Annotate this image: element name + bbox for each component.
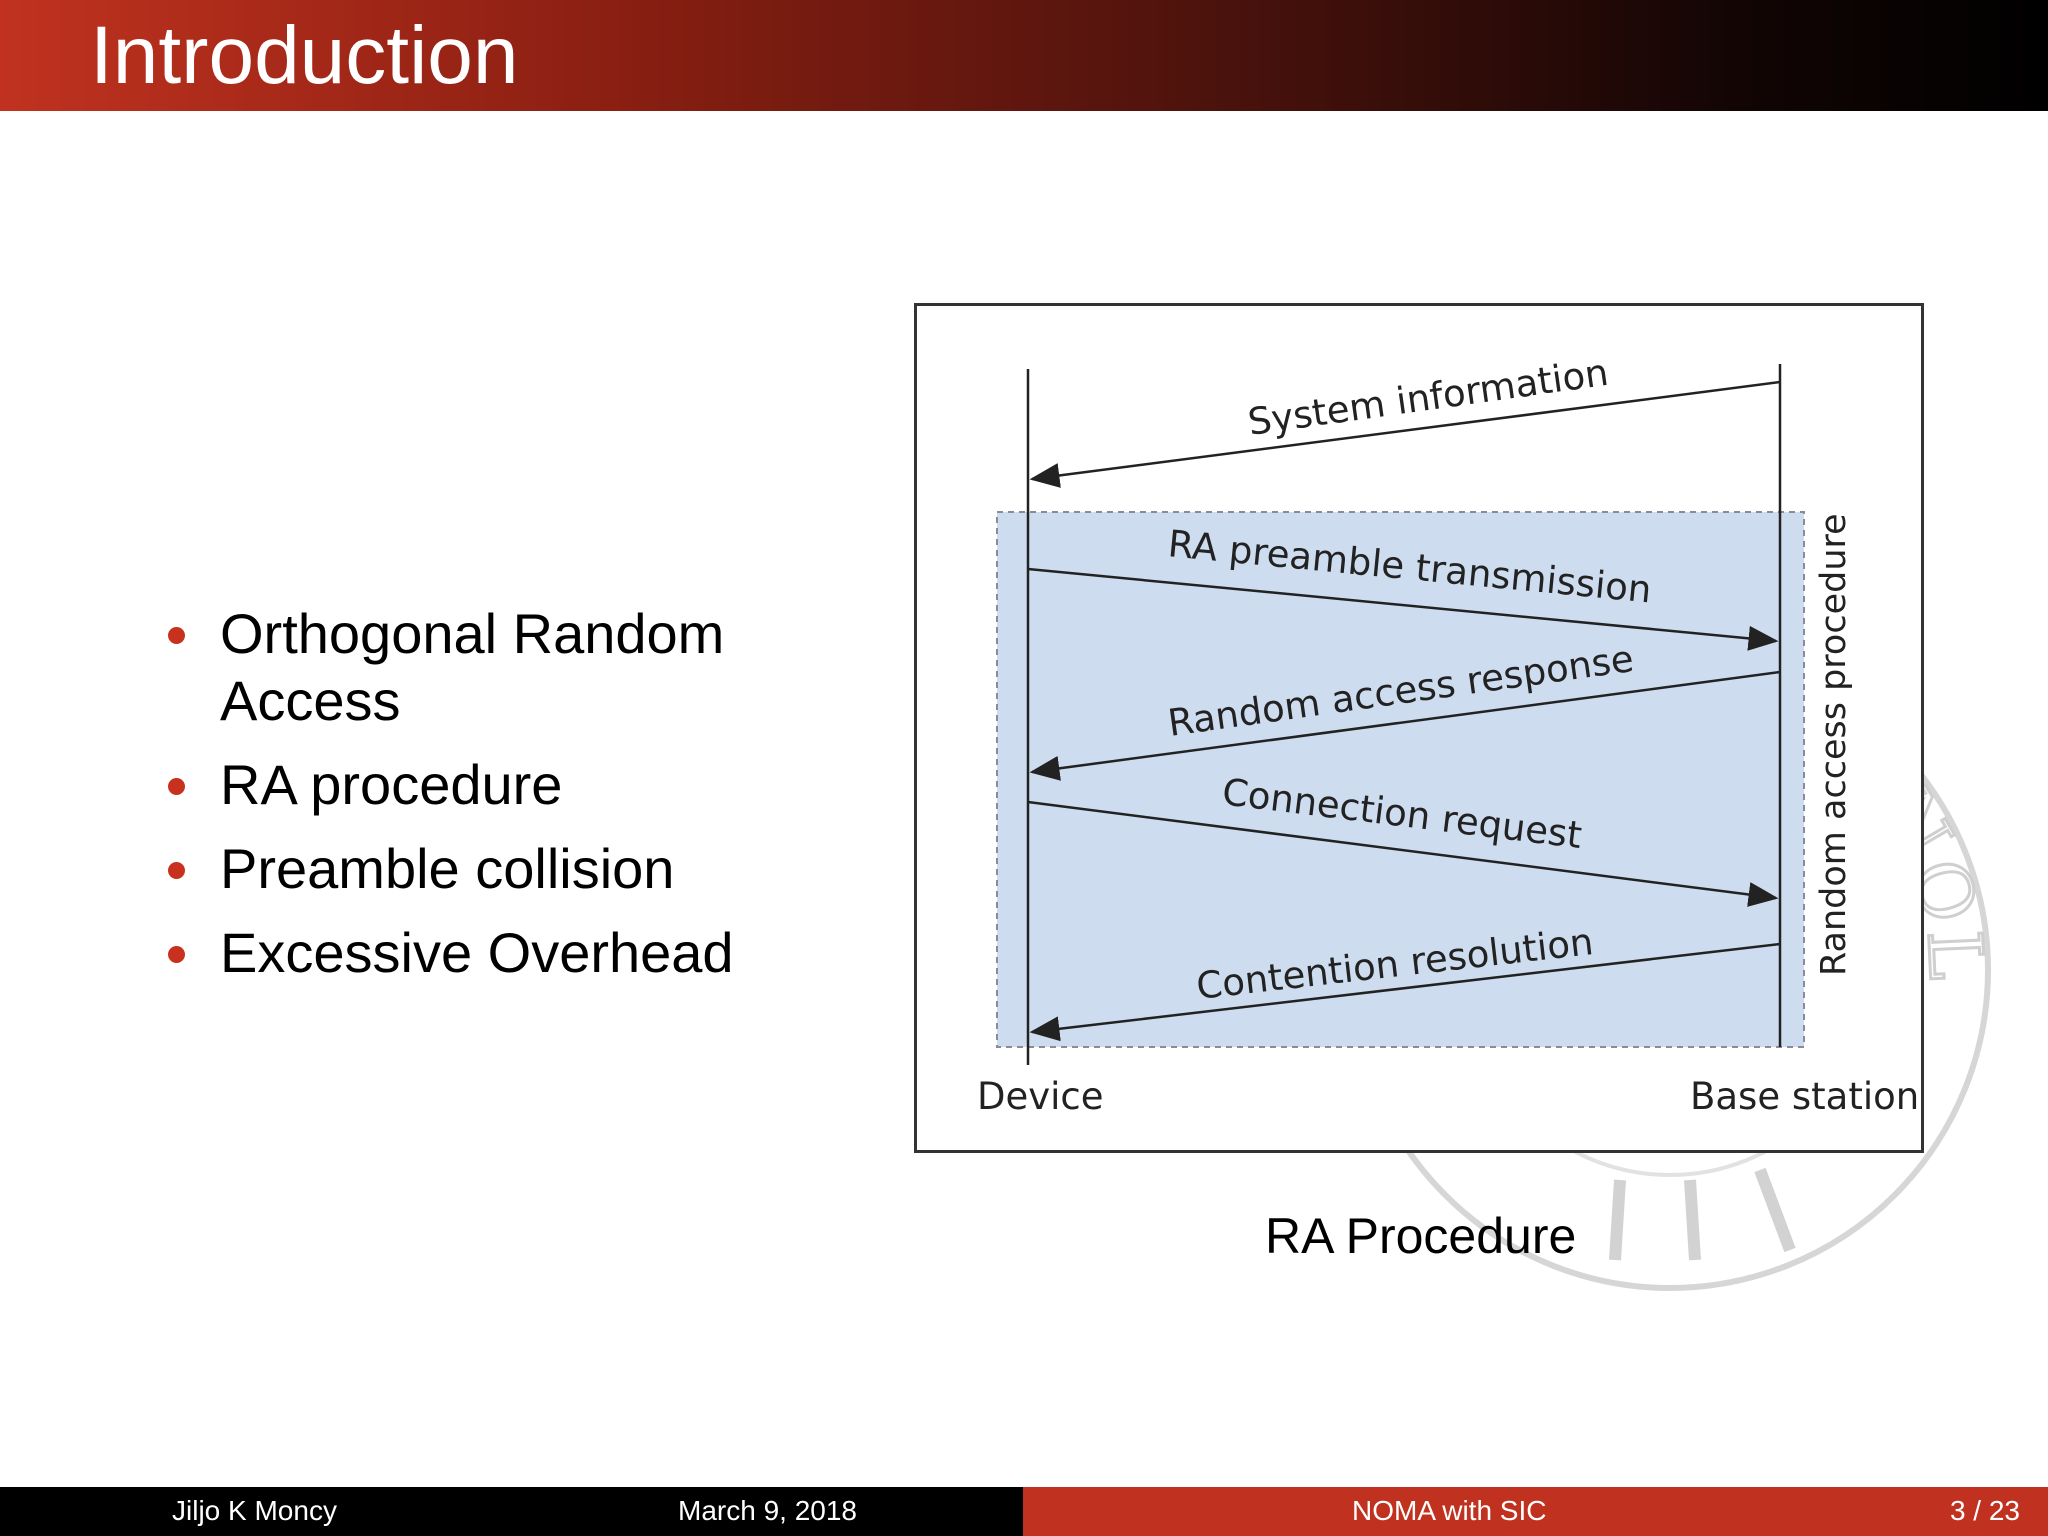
procedure-side-label: Random access procedure xyxy=(1814,513,1854,976)
bullet-marker xyxy=(168,862,185,879)
bullet-marker xyxy=(168,627,185,644)
footer-date: March 9, 2018 xyxy=(678,1495,857,1526)
figure-caption: RA Procedure xyxy=(1265,1208,1577,1264)
bullet-marker xyxy=(168,778,185,795)
bullet-item: Preamble collision xyxy=(160,835,800,902)
system-information-arrow xyxy=(1029,380,1781,488)
bullet-list: Orthogonal Random Access RA procedure Pr… xyxy=(160,600,800,1003)
device-label: Device xyxy=(977,1075,1104,1118)
bullet-text: Orthogonal Random Access xyxy=(220,602,725,732)
bullet-text: RA procedure xyxy=(220,753,563,816)
footer-author: Jiljo K Moncy xyxy=(172,1495,337,1526)
base-station-label: Base station xyxy=(1690,1075,1919,1118)
footer-left-panel: Jiljo K Moncy March 9, 2018 xyxy=(0,1487,1023,1536)
footer-page-number: 3 / 23 xyxy=(1949,1495,2020,1526)
bullet-text: Excessive Overhead xyxy=(220,921,734,984)
footer-right-panel: NOMA with SIC 3 / 23 xyxy=(1023,1487,2048,1536)
slide-footer: Jiljo K Moncy March 9, 2018 NOMA with SI… xyxy=(0,1487,2048,1536)
bullet-text: Preamble collision xyxy=(220,837,675,900)
bullet-item: Orthogonal Random Access xyxy=(160,600,800,734)
footer-title: NOMA with SIC xyxy=(1352,1495,1547,1526)
slide-title: Introduction xyxy=(90,10,519,101)
ra-procedure-diagram: System information RA preamble transmiss… xyxy=(914,303,1924,1153)
bullet-item: RA procedure xyxy=(160,751,800,818)
slide-header: Introduction xyxy=(0,0,2048,111)
bullet-marker xyxy=(168,946,185,963)
contention-resolution-arrow xyxy=(1029,942,1781,1042)
random-access-response-arrow xyxy=(1029,670,1781,781)
ra-preamble-arrow xyxy=(1027,567,1779,651)
connection-request-arrow xyxy=(1027,800,1779,907)
bullet-item: Excessive Overhead xyxy=(160,919,800,986)
